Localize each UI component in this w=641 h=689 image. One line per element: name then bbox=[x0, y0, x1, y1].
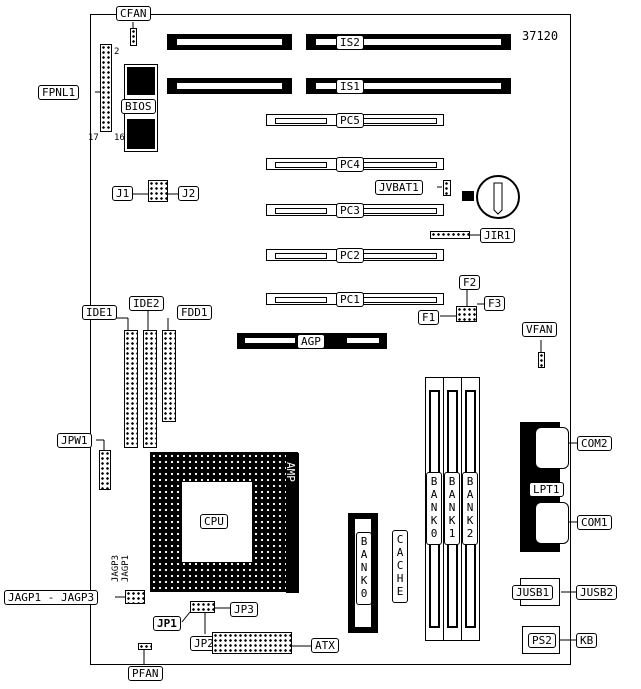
jp3-label: JP3 bbox=[230, 602, 258, 617]
bank2-text: BANK2 bbox=[463, 475, 477, 540]
pin-16-label: 16 bbox=[114, 133, 125, 143]
j1-j2-jumpers bbox=[148, 180, 168, 202]
pc5-label: PC5 bbox=[336, 113, 364, 128]
is1-label: IS1 bbox=[336, 79, 364, 94]
figure-id: 37120 bbox=[522, 29, 559, 43]
isa-slot-2-left bbox=[167, 34, 292, 50]
agp-label: AGP bbox=[297, 334, 325, 349]
pfan-label: PFAN bbox=[128, 666, 163, 681]
amp-text: AMP bbox=[284, 462, 297, 482]
lpt1-label: LPT1 bbox=[529, 482, 564, 497]
cache-text: CACHE bbox=[393, 533, 407, 598]
jir1-header bbox=[430, 231, 470, 239]
pc1-label: PC1 bbox=[336, 292, 364, 307]
cfan-connector bbox=[130, 28, 137, 46]
cache-bank0-text: BANK0 bbox=[357, 535, 371, 600]
com1-port bbox=[535, 502, 569, 544]
pc2-label: PC2 bbox=[336, 248, 364, 263]
jvbat1-label: JVBAT1 bbox=[375, 180, 423, 195]
vfan-connector bbox=[538, 352, 545, 368]
jpw1-header bbox=[99, 450, 111, 490]
jusb2-label: JUSB2 bbox=[576, 585, 618, 600]
f1-label: F1 bbox=[418, 310, 440, 325]
bios-label: BIOS bbox=[121, 99, 156, 114]
bank0-text: BANK0 bbox=[427, 475, 441, 540]
ide2-connector bbox=[143, 330, 157, 448]
vfan-label: VFAN bbox=[522, 322, 557, 337]
jagp-jumpers bbox=[125, 590, 145, 604]
atx-label: ATX bbox=[311, 638, 339, 653]
com2-port bbox=[535, 427, 569, 469]
pc4-label: PC4 bbox=[336, 157, 364, 172]
cfan-label: CFAN bbox=[116, 6, 151, 21]
pin-17-label: 17 bbox=[88, 133, 99, 143]
jp1-label: JP1 bbox=[153, 616, 181, 631]
cache-label: CACHE bbox=[392, 530, 408, 603]
jusb1-label: JUSB1 bbox=[512, 585, 554, 600]
jp2-label: JP2 bbox=[190, 636, 218, 651]
ide2-label: IDE2 bbox=[129, 296, 164, 311]
jagp1-text: JAGP1 bbox=[121, 555, 131, 583]
jvbat1-jumper bbox=[443, 180, 451, 196]
ide1-label: IDE1 bbox=[82, 305, 117, 320]
cpu-label: CPU bbox=[200, 514, 228, 529]
is2-label: IS2 bbox=[336, 35, 364, 50]
fdd1-connector bbox=[162, 330, 176, 422]
bank1-text: BANK1 bbox=[445, 475, 459, 540]
atx-connector bbox=[212, 632, 292, 654]
fpnl1-label: FPNL1 bbox=[38, 85, 80, 100]
fpnl1-header bbox=[100, 44, 112, 132]
ps2-label: PS2 bbox=[528, 633, 556, 648]
isa-slot-1-left bbox=[167, 78, 292, 94]
jir1-label: JIR1 bbox=[480, 228, 515, 243]
pfan-connector bbox=[138, 643, 152, 650]
f3-label: F3 bbox=[484, 296, 506, 311]
cache-bank0-label: BANK0 bbox=[356, 532, 372, 605]
jp-jumpers bbox=[190, 601, 215, 613]
j2-label: J2 bbox=[178, 186, 200, 201]
fdd1-label: FDD1 bbox=[177, 305, 212, 320]
j1-label: J1 bbox=[112, 186, 134, 201]
amp-lever bbox=[286, 456, 298, 588]
ide1-connector bbox=[124, 330, 138, 448]
f2-label: F2 bbox=[459, 275, 481, 290]
f-jumpers bbox=[456, 306, 477, 322]
com1-label: COM1 bbox=[577, 515, 612, 530]
pin-2-label: 2 bbox=[114, 47, 120, 57]
kb-label: KB bbox=[576, 633, 598, 648]
bank2-label: BANK2 bbox=[462, 472, 478, 545]
jpw1-label: JPW1 bbox=[57, 433, 92, 448]
motherboard-outline bbox=[90, 14, 571, 665]
pc3-label: PC3 bbox=[336, 203, 364, 218]
com2-label: COM2 bbox=[577, 436, 612, 451]
bank0-label: BANK0 bbox=[426, 472, 442, 545]
bank1-label: BANK1 bbox=[444, 472, 460, 545]
jagp1-jagp3-label: JAGP1 - JAGP3 bbox=[4, 590, 99, 605]
